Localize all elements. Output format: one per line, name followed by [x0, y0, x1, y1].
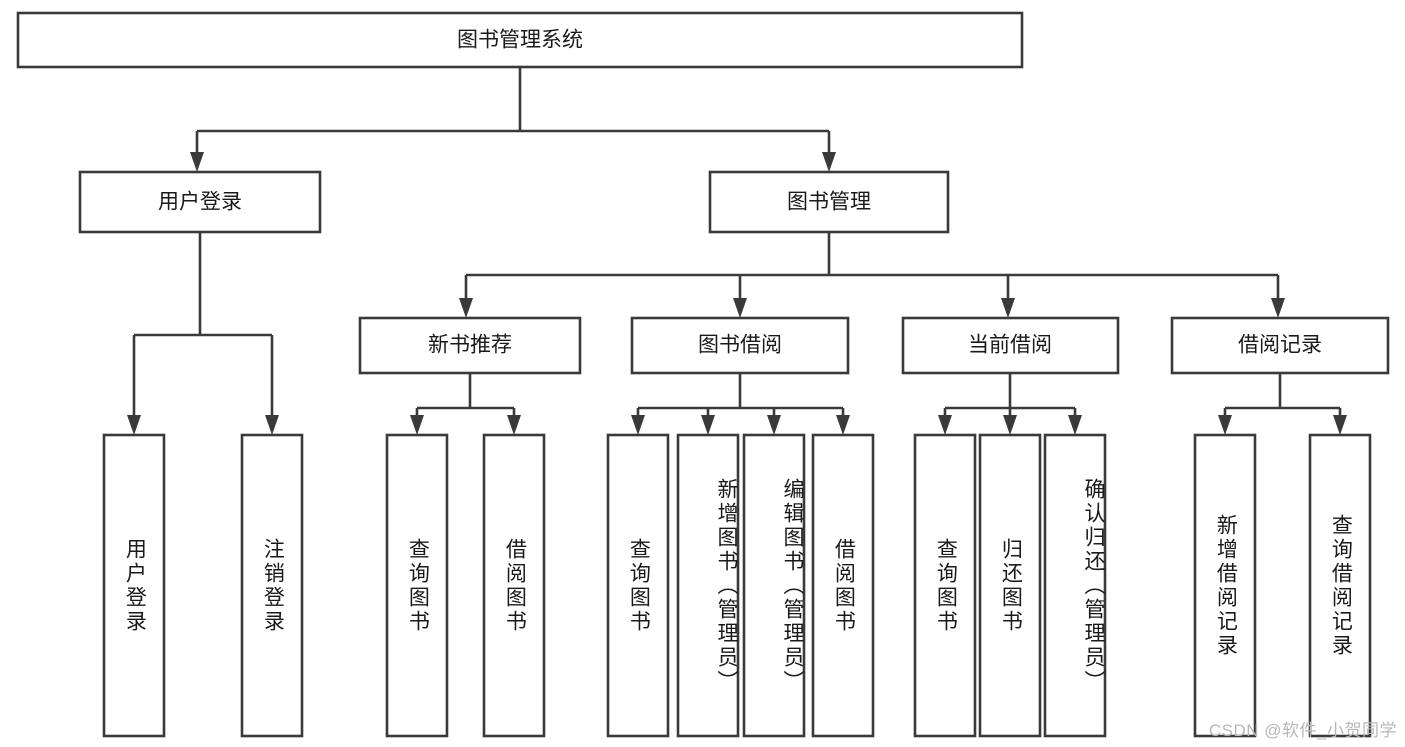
arrow-head-leaf-logout — [265, 415, 279, 435]
connector-group-currentborrow — [938, 373, 1082, 435]
arrow-head-leaf-add-book — [701, 415, 715, 435]
arrow-head-leaf-add-record — [1218, 415, 1232, 435]
csdn-watermark: CSDN @软件_小贺同学 — [1208, 721, 1397, 740]
connector-group-newbookrec — [410, 373, 521, 435]
arrow-head-leaf-confirm-return — [1068, 415, 1082, 435]
connector-group-bookmanage — [459, 232, 1285, 318]
node-leaf-query-book-3[interactable] — [913, 433, 977, 738]
connector-group-userlogin — [127, 232, 279, 435]
node-leaf-query-book-2[interactable] — [606, 433, 670, 738]
connector-group-borrowrecord — [1218, 373, 1347, 435]
node-leaf-query-record[interactable] — [1308, 433, 1372, 738]
node-book-borrow-label: 图书借阅 — [698, 334, 782, 357]
arrow-head-leaf-edit-book — [767, 415, 781, 435]
arrow-head-userlogin — [190, 152, 204, 172]
arrow-head-new-book-rec — [459, 298, 473, 318]
node-leaf-add-book[interactable] — [676, 433, 740, 738]
node-leaf-borrow-book-1[interactable] — [482, 433, 546, 738]
arrow-head-book-borrow — [733, 298, 747, 318]
node-user-login[interactable] — [78, 170, 322, 234]
arrow-head-bookmanage — [822, 152, 836, 172]
node-leaf-confirm-return[interactable] — [1043, 433, 1107, 738]
node-leaf-borrow-book-2[interactable] — [811, 433, 875, 738]
arrow-head-leaf-query-book-3 — [938, 415, 952, 435]
node-borrow-record-label: 借阅记录 — [1238, 334, 1322, 357]
arrow-head-leaf-query-record — [1333, 415, 1347, 435]
node-new-book-rec[interactable] — [358, 316, 582, 375]
arrow-head-leaf-borrow-book-1 — [507, 415, 521, 435]
node-leaf-add-record[interactable] — [1193, 433, 1257, 738]
node-leaf-user-login[interactable] — [102, 433, 166, 738]
arrow-head-leaf-return-book — [1003, 415, 1017, 435]
node-leaf-logout[interactable] — [240, 433, 304, 738]
node-leaf-return-book[interactable] — [978, 433, 1042, 738]
arrow-head-leaf-borrow-book-2 — [836, 415, 850, 435]
node-borrow-record[interactable] — [1170, 316, 1390, 375]
node-current-borrow[interactable] — [901, 316, 1120, 375]
node-book-borrow[interactable] — [630, 316, 850, 375]
node-book-manage[interactable] — [708, 170, 950, 234]
node-new-book-rec-label: 新书推荐 — [428, 334, 512, 357]
node-leaf-query-book-1[interactable] — [385, 433, 449, 738]
connector-group-root — [190, 67, 836, 172]
arrow-head-current-borrow — [1001, 298, 1015, 318]
node-root[interactable] — [16, 11, 1024, 69]
node-leaf-edit-book[interactable] — [742, 433, 806, 738]
node-user-login-label: 用户登录 — [158, 191, 242, 214]
node-book-manage-label: 图书管理 — [787, 191, 871, 214]
arrow-head-leaf-user-login — [127, 415, 141, 435]
arrow-head-leaf-query-book-1 — [410, 415, 424, 435]
node-current-borrow-label: 当前借阅 — [968, 334, 1052, 357]
arrow-head-borrow-record — [1271, 298, 1285, 318]
node-root-label: 图书管理系统 — [457, 29, 583, 52]
arrow-head-leaf-query-book-2 — [631, 415, 645, 435]
connector-group-bookborrow — [631, 373, 850, 435]
